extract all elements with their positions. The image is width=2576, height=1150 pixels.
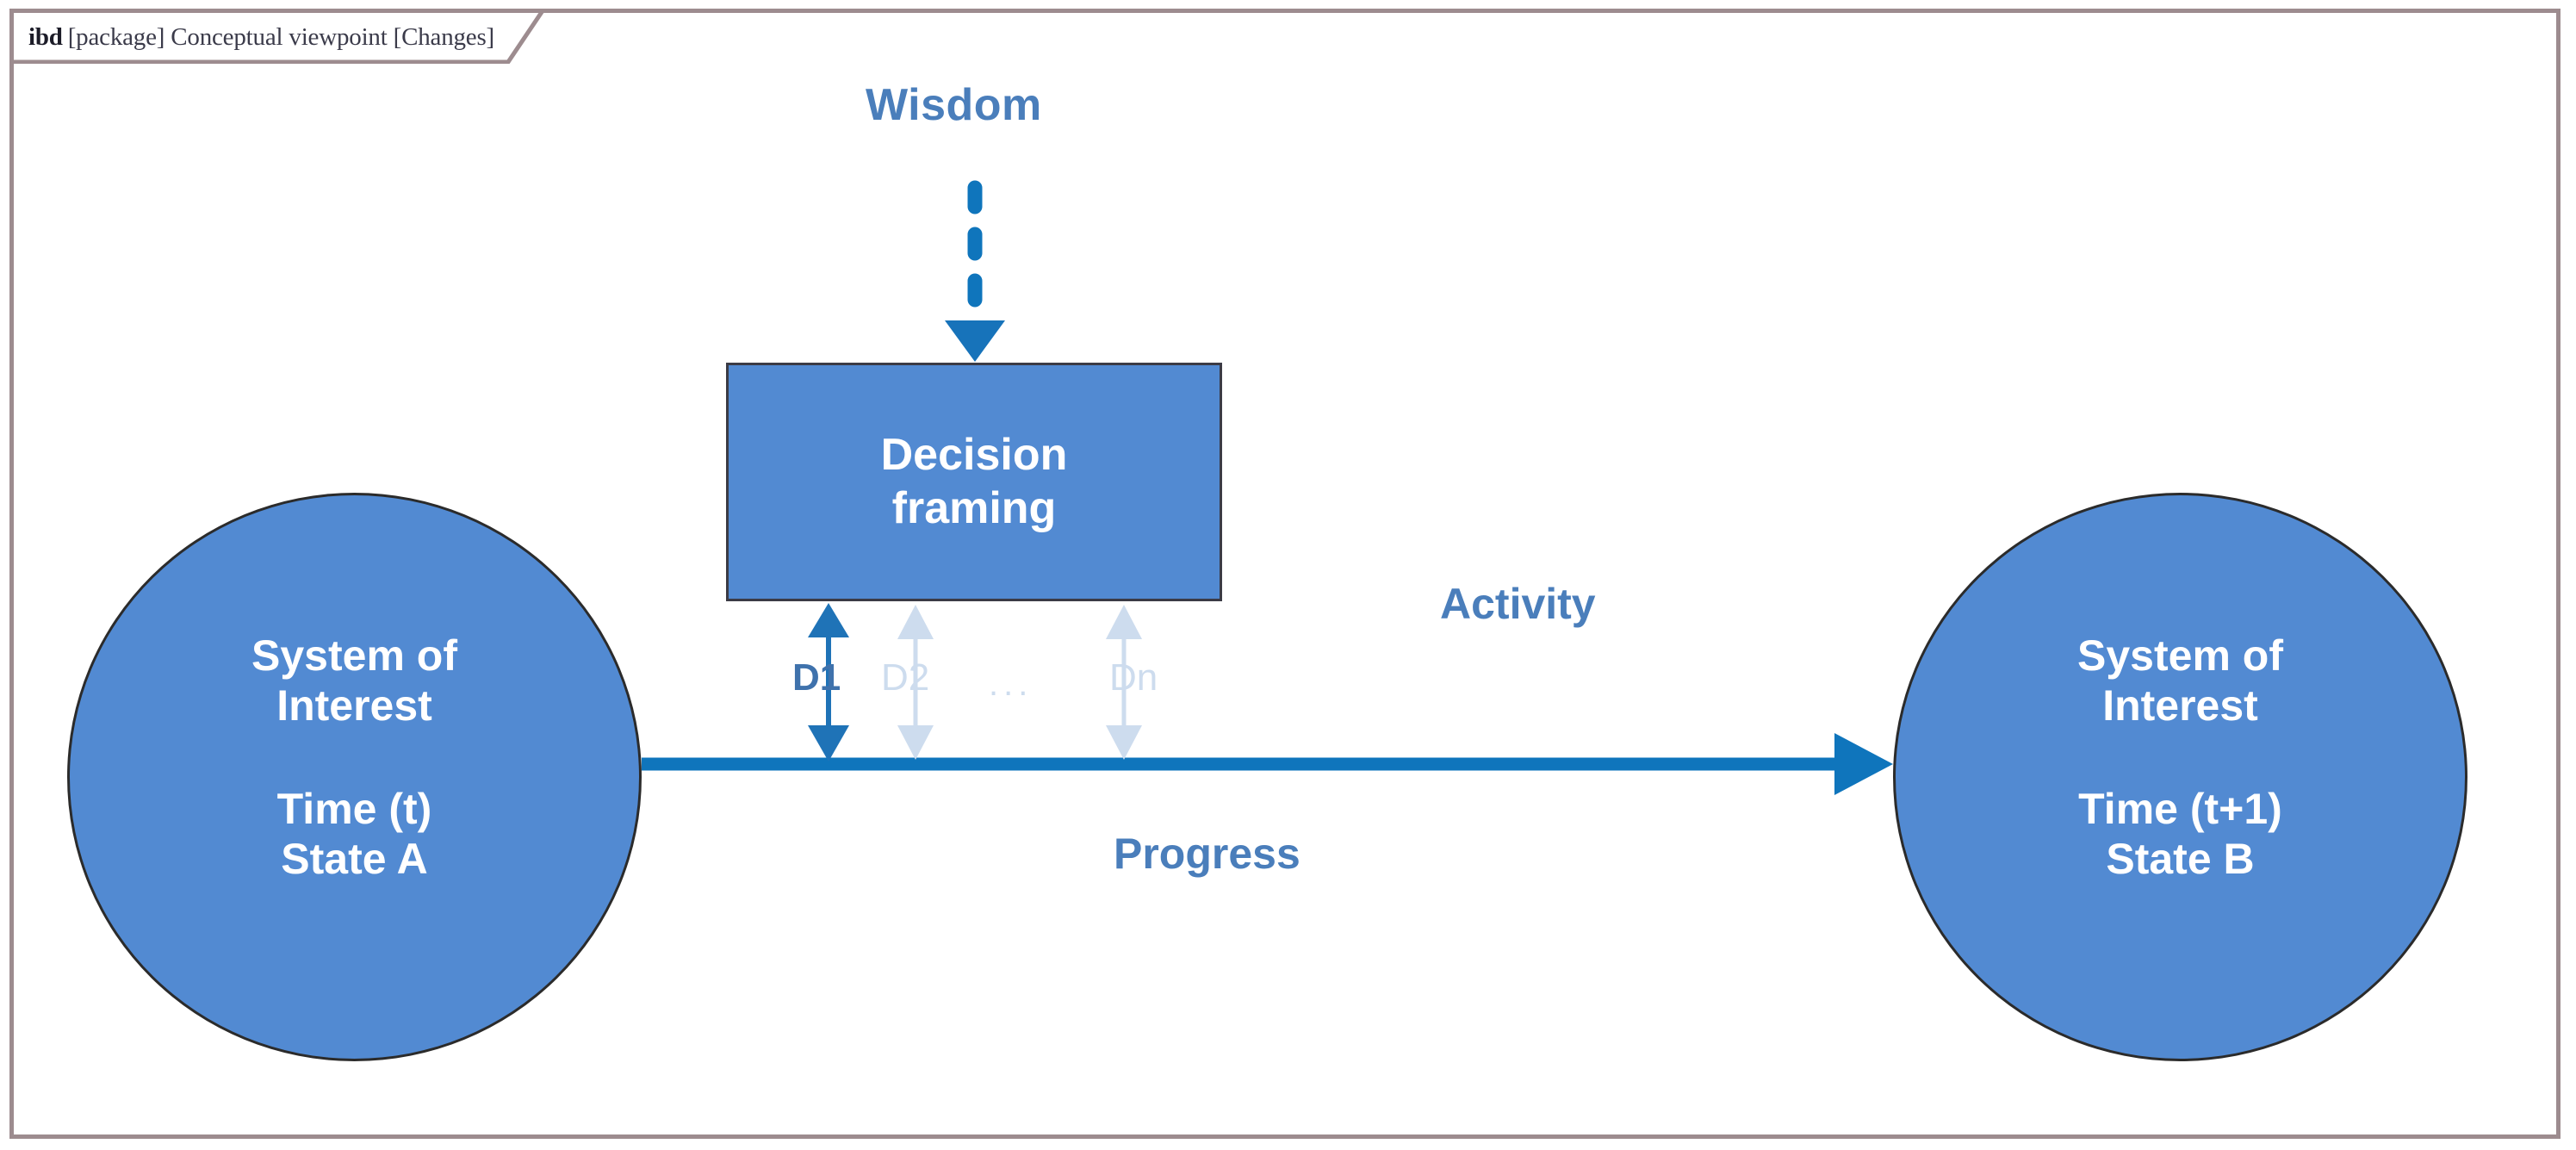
soi-right-title-line2: Interest	[2102, 681, 2258, 730]
decision-framing-line2: framing	[891, 482, 1057, 533]
soi-left-state-line1: Time (t)	[276, 785, 432, 833]
wisdom-label: Wisdom	[866, 80, 1042, 130]
decision-framing-line1: Decision	[880, 430, 1068, 481]
decision-label-dn: Dn	[1109, 656, 1158, 699]
soi-left-title-line2: Interest	[276, 681, 432, 730]
soi-right-state-line1: Time (t+1)	[2078, 785, 2282, 833]
decision-framing-box[interactable]: Decision framing	[726, 363, 1222, 601]
system-of-interest-time-t-plus-1[interactable]: System of Interest Time (t+1) State B	[1893, 493, 2467, 1061]
diagram-frame	[9, 9, 2560, 1139]
soi-right-state: Time (t+1) State B	[2078, 784, 2282, 884]
frame-tab-text: ibd [package] Conceptual viewpoint [Chan…	[28, 21, 511, 53]
soi-right-title: System of Interest	[2077, 631, 2283, 730]
frame-diagram-kind: ibd	[28, 22, 63, 51]
soi-left-state-line2: State A	[281, 835, 428, 883]
decision-label-d1: D1	[792, 656, 841, 699]
soi-right-state-line2: State B	[2106, 835, 2255, 883]
frame-diagram-title: [package] Conceptual viewpoint [Changes]	[67, 22, 495, 51]
decision-label-ellipsis: ...	[989, 665, 1034, 703]
progress-label: Progress	[1114, 830, 1300, 878]
soi-left-title: System of Interest	[251, 631, 457, 730]
system-of-interest-time-t[interactable]: System of Interest Time (t) State A	[67, 493, 642, 1061]
decision-framing-text: Decision framing	[881, 429, 1068, 535]
soi-left-state: Time (t) State A	[277, 784, 432, 884]
soi-left-title-line1: System of	[251, 631, 457, 680]
frame-header-tab[interactable]: ibd [package] Conceptual viewpoint [Chan…	[9, 9, 552, 64]
soi-right-title-line1: System of	[2077, 631, 2283, 680]
activity-label: Activity	[1440, 580, 1596, 628]
frame-tab-shape	[9, 9, 547, 64]
decision-label-d2: D2	[881, 656, 930, 699]
